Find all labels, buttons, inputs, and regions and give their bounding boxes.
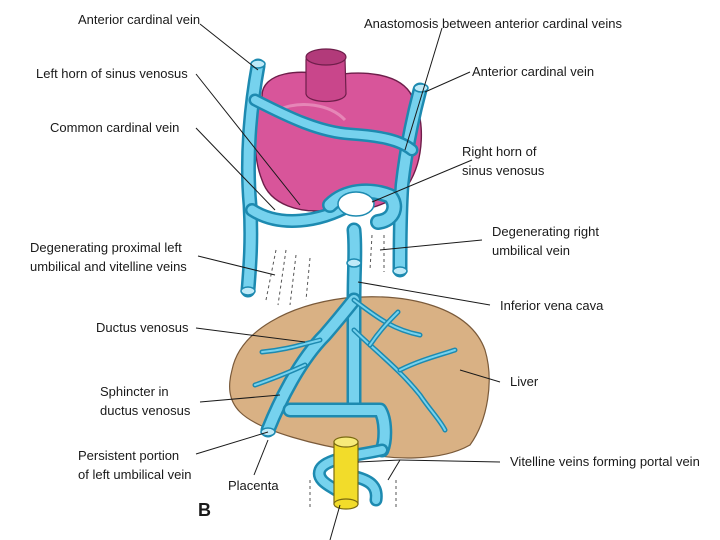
label-anterior-cardinal-vein-left: Anterior cardinal vein [78,12,200,27]
label-degenerating-right-line1: Degenerating right [492,224,599,239]
label-right-horn-line2: sinus venosus [462,163,545,178]
figure-letter: B [198,500,211,520]
label-persistent-line2: of left umbilical vein [78,467,191,482]
vessel-openings [240,59,429,437]
label-inferior-vena-cava: Inferior vena cava [500,298,604,313]
label-placenta: Placenta [228,478,279,493]
label-anastomosis: Anastomosis between anterior cardinal ve… [364,16,622,31]
label-anterior-cardinal-vein-right: Anterior cardinal vein [472,64,594,79]
label-ductus-venosus: Ductus venosus [96,320,189,335]
label-degenerating-left-line2: umbilical and vitelline veins [30,259,187,274]
veins [240,58,458,507]
label-sphincter-line1: Sphincter in [100,384,169,399]
leader-lines [195,23,501,540]
label-vitelline-portal: Vitelline veins forming portal vein [510,454,700,469]
label-right-horn-line1: Right horn of [462,144,537,159]
label-left-horn-sinus-venosus: Left horn of sinus venosus [36,66,188,81]
label-degenerating-right-line2: umbilical vein [492,243,570,258]
label-degenerating-left-line1: Degenerating proximal left [30,240,182,255]
label-persistent-line1: Persistent portion [78,448,179,463]
degenerating-stubs [265,234,397,510]
label-liver: Liver [510,374,539,389]
sinus-venosus-opening [337,191,375,217]
gut [333,436,359,510]
label-common-cardinal-vein: Common cardinal vein [50,120,179,135]
labels: Anterior cardinal vein Left horn of sinu… [30,12,700,520]
label-sphincter-line2: ductus venosus [100,403,191,418]
